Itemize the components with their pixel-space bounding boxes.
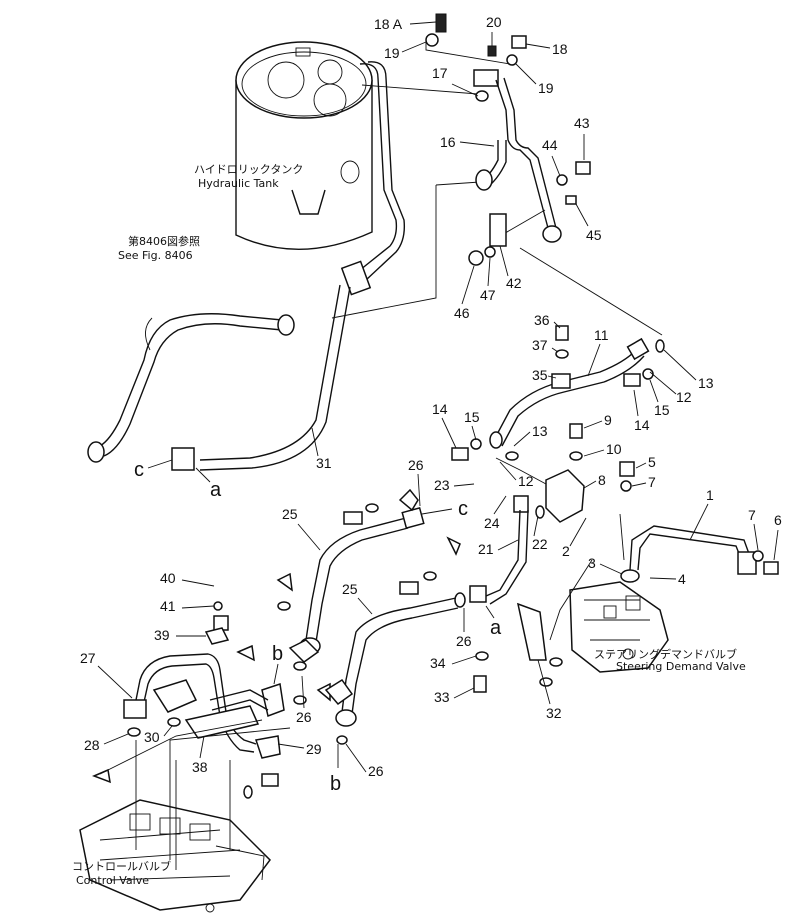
pipe-27 [123, 653, 269, 753]
steering-demand-valve [569, 581, 669, 673]
hydraulic-tank [235, 41, 373, 250]
callout-26d: 26 [368, 763, 384, 779]
callout-37: 37 [532, 337, 548, 353]
callout-27: 27 [80, 650, 96, 666]
callout-5: 5 [648, 454, 656, 470]
callout-44: 44 [542, 137, 558, 153]
letter-b-lower: b [330, 773, 341, 795]
callout-10: 10 [606, 441, 622, 457]
hydraulic-tank-label-en: Hydraulic Tank [198, 177, 279, 190]
letter-a-lower: a [490, 617, 502, 639]
callout-25b: 25 [342, 581, 358, 597]
callout-42: 42 [506, 275, 522, 291]
callout-26b: 26 [456, 633, 472, 649]
letter-b-upper: b [272, 643, 283, 665]
callout-46: 46 [454, 305, 470, 321]
callout-45: 45 [586, 227, 602, 243]
hydraulic-tank-label-jp: ハイドロリックタンク [194, 163, 303, 176]
callout-16: 16 [440, 134, 456, 150]
control-valve [79, 799, 271, 913]
callout-39: 39 [154, 627, 170, 643]
callout-34: 34 [430, 655, 446, 671]
callout-13b: 13 [532, 423, 548, 439]
callout-3: 3 [588, 555, 596, 571]
control-valve-label-en: Control Valve [76, 874, 149, 887]
callout-7b: 7 [748, 507, 756, 523]
callout-21: 21 [478, 541, 494, 557]
return-pipe-left [87, 313, 295, 463]
see-fig-label-en: See Fig. 8406 [118, 249, 193, 262]
hose-25-lower [316, 536, 466, 745]
callout-18: 18 [552, 41, 568, 57]
manifold-block-16 [473, 69, 562, 243]
callout-26c: 26 [296, 709, 312, 725]
callout-20: 20 [486, 14, 502, 30]
valve-block-8 [495, 451, 585, 523]
fittings-17-20 [425, 13, 527, 102]
hose-11 [489, 337, 665, 449]
callout-2: 2 [562, 543, 570, 559]
callout-18a: 18 A [374, 16, 403, 32]
part-callouts: 1 2 3 4 5 6 7 7 8 9 10 11 12 12 13 13 14… [80, 14, 782, 779]
callout-47: 47 [480, 287, 496, 303]
control-valve-label-jp: コントロールバルブ [72, 859, 171, 873]
callout-12a: 12 [676, 389, 692, 405]
callout-41: 41 [160, 598, 176, 614]
suction-pipe [171, 61, 406, 471]
leader-lines-bottom [99, 513, 625, 870]
callout-24: 24 [484, 515, 500, 531]
callout-19a: 19 [384, 45, 400, 61]
callout-29: 29 [306, 741, 322, 757]
callout-12b: 12 [518, 473, 534, 489]
letter-c-lower: c [458, 498, 468, 520]
callout-15a: 15 [654, 402, 670, 418]
callout-22: 22 [532, 536, 548, 552]
connection-letters: a a b b c c [134, 459, 502, 795]
callout-40: 40 [160, 570, 176, 586]
captions: ハイドロリックタンク Hydraulic Tank 第8406図参照 See F… [72, 163, 746, 887]
callout-15b: 15 [464, 409, 480, 425]
callout-23: 23 [434, 477, 450, 493]
callout-4: 4 [678, 571, 686, 587]
bracket-32 [473, 602, 563, 693]
pipe-1 [619, 461, 779, 583]
callout-28: 28 [84, 737, 100, 753]
callout-14b: 14 [432, 401, 448, 417]
callout-11: 11 [594, 327, 609, 343]
callout-19b: 19 [538, 80, 554, 96]
callout-32: 32 [546, 705, 562, 721]
steering-valve-label-jp: ステアリングデマンドバルブ [594, 647, 737, 661]
callout-36: 36 [534, 312, 550, 328]
callout-43: 43 [574, 115, 590, 131]
bolts-14-15-36-37 [451, 325, 654, 461]
callout-35: 35 [532, 367, 548, 383]
letter-c-upper: c [134, 459, 144, 481]
letter-a-upper: a [210, 479, 222, 501]
bracket-42 [468, 161, 591, 266]
steering-valve-label-en: Steering Demand Valve [616, 660, 746, 673]
callout-38: 38 [192, 759, 208, 775]
callout-7a: 7 [648, 474, 656, 490]
callout-33: 33 [434, 689, 450, 705]
callout-13a: 13 [698, 375, 714, 391]
clamps-29 [255, 639, 354, 759]
see-fig-label-jp: 第8406図参照 [128, 234, 200, 248]
callout-6: 6 [774, 512, 782, 528]
callout-9: 9 [604, 412, 612, 428]
callout-31: 31 [316, 455, 332, 471]
callout-26a: 26 [408, 457, 424, 473]
callout-14a: 14 [634, 417, 650, 433]
callout-1: 1 [706, 487, 714, 503]
callout-30: 30 [144, 729, 160, 745]
pipe-21 [469, 509, 529, 605]
callout-8: 8 [598, 472, 606, 488]
callout-17: 17 [432, 65, 448, 81]
leader-lines-top [331, 42, 663, 336]
callout-25a: 25 [282, 506, 298, 522]
hose-25-upper [276, 488, 425, 655]
